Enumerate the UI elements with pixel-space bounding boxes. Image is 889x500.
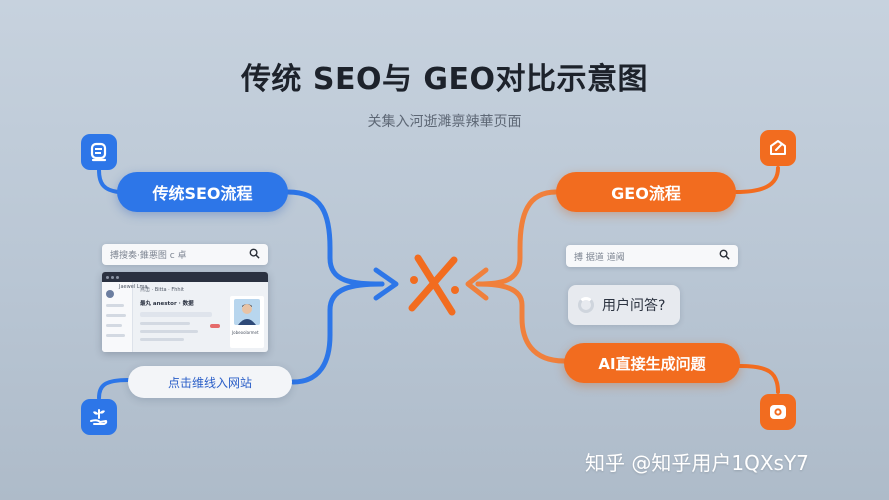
geo-search-bar[interactable]: 搏 据道 道阈: [566, 245, 738, 267]
watermark: 知乎 @知乎用户1QXsY7: [585, 451, 809, 475]
mock-sidebar: [102, 282, 133, 352]
website-mockup: Jaewel Lma 点击 · Bitta · Fhhit 最丸 anestor…: [102, 272, 268, 352]
geo-icon-tail-top: [734, 166, 780, 194]
click-into-site-pill: 点击维线入网站: [128, 366, 292, 398]
loading-spinner-icon: [578, 297, 594, 313]
geo-arrowhead: [465, 267, 489, 301]
seo-top-connector: [285, 189, 385, 287]
geo-flow-pill: GEO流程: [556, 172, 736, 212]
diagram-title: 传统 SEO与 GEO对比示意图: [240, 62, 649, 97]
mock-name-line: Jaewel Lma: [119, 284, 148, 290]
diagram-subtitle: 关集入河逝濉禀辣華页面: [367, 114, 522, 130]
seo-arrowhead: [373, 267, 399, 301]
geo-icon-tail-bottom: [738, 364, 780, 394]
mock-avatar: [234, 299, 260, 325]
seo-search-bar[interactable]: 搏搜奏·錐悪图 c 卓: [102, 244, 268, 265]
search-icon: [719, 249, 730, 263]
mock-browser-bar: [102, 272, 268, 282]
ai-generate-pill: AI直接生成问题: [564, 343, 740, 383]
geo-top-connector: [475, 189, 559, 287]
geo-bottom-connector: [475, 281, 567, 364]
document-chat-icon: [81, 134, 117, 170]
seo-bottom-connector: [290, 281, 385, 385]
seo-search-placeholder: 搏搜奏·錐悪图 c 卓: [110, 251, 187, 261]
camera-chat-icon: [760, 394, 796, 430]
search-icon: [249, 248, 260, 262]
user-question-bubble: 用户问答?: [568, 285, 680, 325]
edit-box-icon: [760, 130, 796, 166]
geo-search-placeholder: 搏 据道 道阈: [574, 252, 625, 263]
seo-icon-tail-top: [97, 168, 120, 194]
seo-flow-pill: 传统SEO流程: [117, 172, 288, 212]
plant-hand-icon: [81, 399, 117, 435]
seo-icon-tail-bottom: [97, 378, 130, 400]
mock-card-caption: Jobeoolarmet: [232, 330, 259, 335]
user-question-label: 用户问答?: [602, 298, 666, 314]
versus-x-icon: [408, 254, 459, 316]
mock-headline: 最丸 anestor · 数据: [140, 301, 194, 307]
mock-tabs: 点击 · Bitta · Fhhit: [140, 287, 184, 293]
